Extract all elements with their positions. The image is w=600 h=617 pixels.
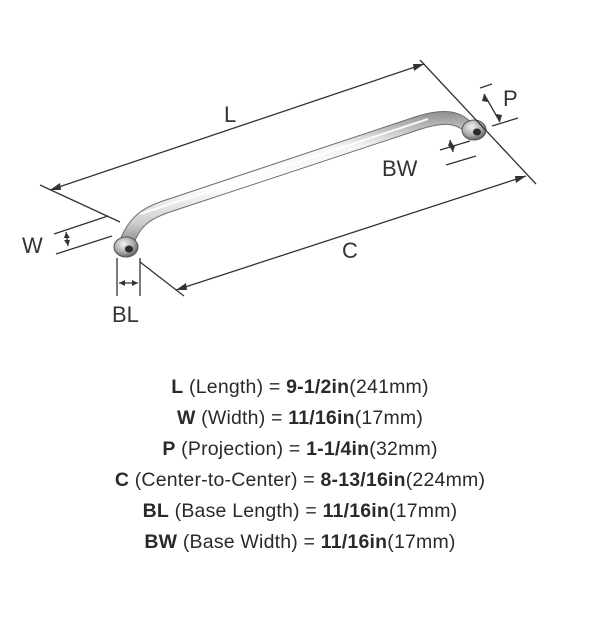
projection-label: P [503, 86, 518, 111]
width-label: W [22, 233, 43, 258]
spec-base-length: BL (Base Length) = 11/16in(17mm) [142, 500, 458, 522]
spec-base-width: BW (Base Width) = 11/16in(17mm) [144, 531, 456, 553]
center-to-center-dimension [139, 175, 527, 297]
spec-length: L (Length) = 9-1/2in(241mm) [171, 376, 429, 398]
spec-projection: P (Projection) = 1-1/4in(32mm) [162, 438, 438, 460]
spec-center-to-center: C (Center-to-Center) = 8-13/16in(224mm) [114, 469, 486, 491]
width-dimension [53, 215, 113, 255]
center-to-center-label: C [342, 238, 358, 263]
base-width-label: BW [382, 156, 418, 181]
length-label: L [224, 102, 236, 127]
specification-list: L (Length) = 9-1/2in(241mm) W (Width) = … [0, 372, 600, 558]
base-width-dimension [439, 139, 477, 166]
spec-width: W (Width) = 11/16in(17mm) [176, 407, 424, 429]
length-dimension [39, 59, 537, 223]
projection-dimension [479, 83, 519, 127]
base-length-dimension [116, 258, 141, 296]
base-length-label: BL [112, 302, 139, 327]
handle-dimension-diagram: L P BW W C BL [22, 59, 537, 327]
cabinet-pull-handle [113, 110, 487, 258]
